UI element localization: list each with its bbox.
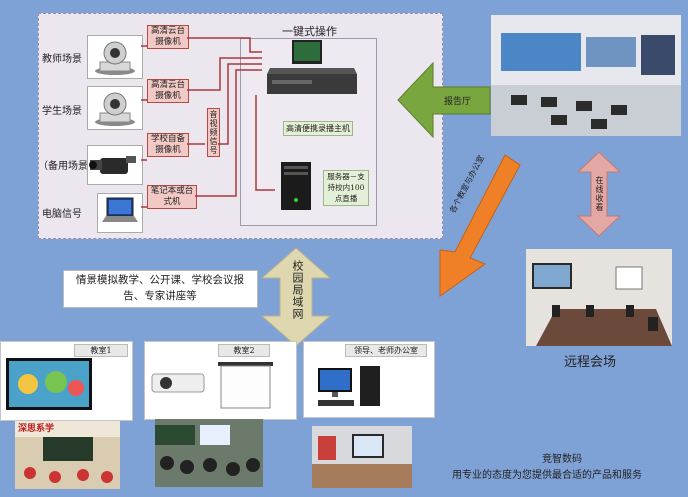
online-viewing-arrow [576,151,622,237]
ptz-camera-2 [87,86,143,130]
footer-slogan: 用专业的态度为您提供最合适的产品和服务 [452,470,642,481]
classroom-1-photo [15,421,120,489]
recording-host [262,38,362,98]
camcorder [87,145,143,185]
source-computer: 笔记本或台式机 [147,185,197,209]
online-viewing-label: 在线收看 [595,176,604,212]
source-ptz-1: 高清云台摄像机 [147,25,189,49]
source-school-camera: 学校自备摄像机 [147,133,189,157]
desktop-computer [316,366,390,410]
office-photo [312,426,412,488]
offices-arrow [439,154,521,297]
office-label: 领导、老师办公室 [345,344,427,357]
source-ptz-2: 高清云台摄像机 [147,79,189,103]
remote-venue-photo [526,249,672,346]
campus-lan-label: 校园局域网 [291,260,304,320]
interactive-display [6,358,92,416]
scene-backup: （备用场景） [38,161,98,172]
ptz-camera-1 [87,35,143,79]
report-hall-arrow [397,61,491,139]
classroom-1-label: 教室1 [74,344,128,357]
scene-computer: 电脑信号 [42,209,82,220]
report-hall-label: 报告厅 [444,97,472,107]
classroom-banner: 深思系学 [18,424,55,434]
av-signal-label: 音视频信号 [207,108,220,157]
classroom-2-photo [155,419,263,487]
one-click-title: 一键式操作 [282,25,337,38]
footer-brand: 竞智数码 [542,454,582,465]
remote-venue-label: 远程会场 [564,355,617,370]
projection-screen [218,362,273,412]
usage-box [63,270,258,308]
projector [150,368,206,394]
classroom-2-label: 教室2 [218,344,270,357]
scene-teacher: 教师场景 [42,54,82,65]
server-tower [275,160,319,212]
report-hall-photo [491,15,681,136]
laptop [97,193,143,233]
scene-student: 学生场景 [42,106,82,117]
usage-text: 情景模拟教学、公开课、学校会议报告、专家讲座等 [76,274,244,302]
host-label: 高清便携录播主机 [283,121,353,136]
server-label: 服务器－支持校内100点直播 [323,170,369,206]
